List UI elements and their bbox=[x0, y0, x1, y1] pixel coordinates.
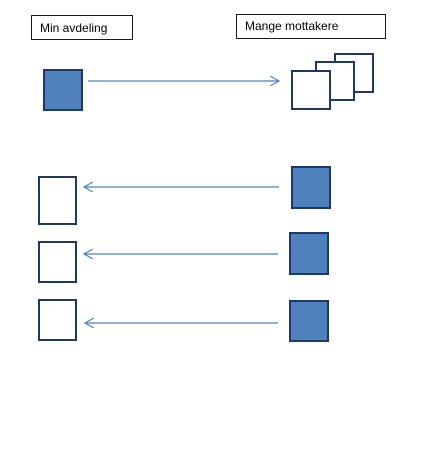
sender-square bbox=[43, 69, 83, 111]
sender-square-3 bbox=[289, 300, 329, 342]
receiver-square-3 bbox=[38, 299, 77, 341]
label-min-avdeling: Min avdeling bbox=[31, 15, 133, 40]
label-mange-mottakere: Mange mottakere bbox=[236, 14, 386, 39]
sender-square-2 bbox=[289, 232, 329, 275]
receiver-square-2 bbox=[38, 241, 77, 283]
sender-square-1 bbox=[291, 166, 331, 209]
receiver-square-1 bbox=[38, 176, 77, 225]
label-min-avdeling-text: Min avdeling bbox=[40, 21, 108, 35]
recipient-stack-front bbox=[291, 70, 331, 110]
label-mange-mottakere-text: Mange mottakere bbox=[245, 19, 339, 33]
